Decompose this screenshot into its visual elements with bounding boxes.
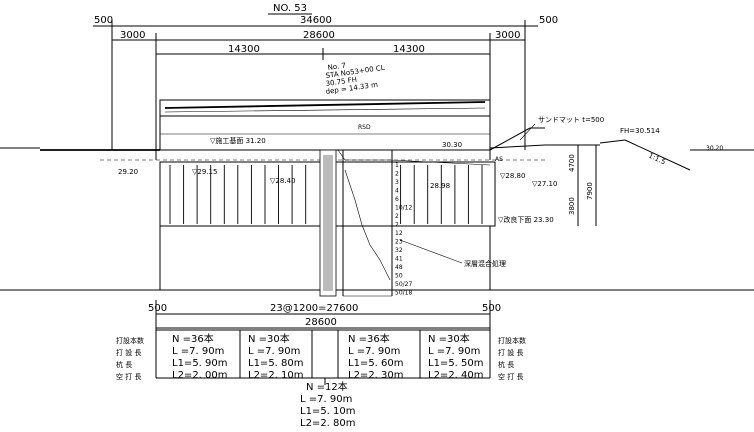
svg-text:L =7. 90m: L =7. 90m: [248, 346, 300, 357]
svg-text:L2=2. 10m: L2=2. 10m: [248, 370, 304, 381]
label-elev-2898: 28.98: [430, 182, 450, 190]
table-cell-2: N =30本 L =7. 90m L1=5. 80m L2=2. 10m: [248, 332, 304, 381]
probe-value: 41: [395, 255, 403, 262]
pile-group: [169, 165, 483, 224]
svg-text:L2=2. 40m: L2=2. 40m: [428, 370, 484, 381]
svg-text:No. 7: No. 7: [327, 62, 346, 72]
station-annotation: No. 7 STA No53+00 CL 30.75 FH dep = 14.3…: [325, 62, 385, 96]
svg-text:L1=5. 10m: L1=5. 10m: [300, 406, 356, 417]
svg-text:N =12本: N =12本: [306, 380, 348, 393]
bottom-dimensions: [155, 300, 491, 330]
dim-right-500: 500: [539, 15, 558, 26]
row-labels-right: 打設本数 打 設 長 杭 長 空 打 長: [498, 336, 526, 381]
pile-table: [155, 329, 491, 385]
dim-pile-spacing: 23@1200=27600: [270, 303, 358, 314]
label-construction-base: ▽施工基面 31.20: [210, 136, 266, 145]
dim-left-half: 14300: [228, 44, 260, 55]
probe-value: 50/27: [395, 281, 412, 288]
svg-text:L2=2. 30m: L2=2. 30m: [348, 370, 404, 381]
label-elev-3030: 30.30: [442, 141, 462, 149]
probe-value: 2: [395, 221, 399, 228]
sand-mat-leader: [519, 123, 536, 141]
label-sand-mat: サンドマット t=500: [538, 116, 604, 124]
probe-value: 6: [395, 196, 399, 203]
svg-text:杭 長: 杭 長: [498, 360, 514, 369]
label-elev-2710: ▽27.10: [532, 180, 557, 188]
svg-text:L1=5. 80m: L1=5. 80m: [248, 358, 304, 369]
svg-text:空 打 長: 空 打 長: [116, 372, 141, 381]
table-cell-4: N =30本 L =7. 90m L1=5. 50m L2=2. 40m: [428, 332, 484, 381]
svg-text:N =36本: N =36本: [172, 332, 214, 345]
dim-left-3000: 3000: [120, 30, 145, 41]
label-fh: FH=30.514: [620, 127, 660, 135]
label-deep-mixing: 深層混合処理: [464, 259, 506, 268]
svg-text:空 打 長: 空 打 長: [498, 372, 523, 381]
svg-text:L2=2. 80m: L2=2. 80m: [300, 418, 356, 429]
svg-text:打 設 長: 打 設 長: [498, 348, 523, 357]
label-elev-2840: ▽28.40: [270, 177, 295, 185]
svg-text:杭 長: 杭 長: [116, 360, 132, 369]
svg-text:L2=2. 00m: L2=2. 00m: [172, 370, 228, 381]
svg-text:N =36本: N =36本: [348, 332, 390, 345]
probe-value: 50: [395, 272, 403, 279]
probe-value: 3: [395, 179, 399, 186]
dim-total: 34600: [300, 15, 332, 26]
label-elev-2915: ▽29.15: [192, 168, 217, 176]
svg-text:L =7. 90m: L =7. 90m: [348, 346, 400, 357]
probe-curve: [344, 169, 391, 281]
dim-right-half: 14300: [393, 44, 425, 55]
probe-value: 48: [395, 264, 403, 271]
dim-height-4700: 4700: [568, 154, 576, 172]
row-labels-left: 打設本数 打 設 長 杭 長 空 打 長: [116, 336, 144, 381]
svg-text:打 設 長: 打 設 長: [116, 348, 141, 357]
probe-value: 1: [395, 162, 399, 169]
deep-mixing-leader: [399, 239, 463, 264]
dim-height-7900: 7900: [586, 182, 594, 200]
svg-text:打設本数: 打設本数: [498, 336, 526, 345]
probe-column: [319, 149, 393, 297]
embankment: [100, 99, 545, 161]
table-cell-center: N =12本 L =7. 90m L1=5. 10m L2=2. 80m: [300, 380, 356, 429]
probe-value: 10/12: [395, 204, 412, 211]
probe-value: 12: [395, 230, 403, 237]
probe-value: 23: [395, 238, 403, 245]
table-cell-1: N =36本 L =7. 90m L1=5. 90m L2=2. 00m: [172, 332, 228, 381]
upper-curve: [337, 149, 491, 166]
svg-text:L =7. 90m: L =7. 90m: [428, 346, 480, 357]
dim-height-3800: 3800: [568, 197, 576, 215]
probe-value: 4: [395, 187, 399, 194]
probe-value: 32: [395, 247, 403, 254]
dim-right-3000: 3000: [495, 30, 520, 41]
dim-bottom-left-500: 500: [148, 303, 167, 314]
svg-text:L1=5. 60m: L1=5. 60m: [348, 358, 404, 369]
svg-text:L =7. 90m: L =7. 90m: [300, 394, 352, 405]
probe-value: 50/18: [395, 289, 412, 296]
dim-left-500: 500: [94, 15, 113, 26]
label-as: AS: [495, 156, 503, 163]
probe-value: 2: [395, 213, 399, 220]
svg-text:打設本数: 打設本数: [116, 336, 144, 345]
drawing-title: NO. 53: [273, 3, 307, 14]
label-elev-2880: ▽28.80: [500, 172, 525, 180]
label-elev-2330: ▽改良下面 23.30: [498, 215, 554, 224]
svg-text:L =7. 90m: L =7. 90m: [172, 346, 224, 357]
svg-text:L1=5. 50m: L1=5. 50m: [428, 358, 484, 369]
dim-mid: 28600: [303, 30, 335, 41]
probe-value: 2: [395, 170, 399, 177]
svg-text:N =30本: N =30本: [248, 332, 290, 345]
ground-lines: [0, 139, 754, 291]
label-slope: 1:1.5: [647, 152, 667, 167]
vertical-dimensions: [577, 145, 597, 226]
label-elev-3020: 30.20: [706, 145, 723, 152]
table-cell-3: N =36本 L =7. 90m L1=5. 60m L2=2. 30m: [348, 332, 404, 381]
label-elev-2920: 29.20: [118, 168, 138, 176]
svg-text:N =30本: N =30本: [428, 332, 470, 345]
top-dimensions: [93, 20, 538, 160]
dim-bottom-right-500: 500: [482, 303, 501, 314]
svg-text:L1=5. 90m: L1=5. 90m: [172, 358, 228, 369]
label-rsd: RSD: [358, 124, 371, 131]
dim-bottom-total: 28600: [305, 317, 337, 328]
